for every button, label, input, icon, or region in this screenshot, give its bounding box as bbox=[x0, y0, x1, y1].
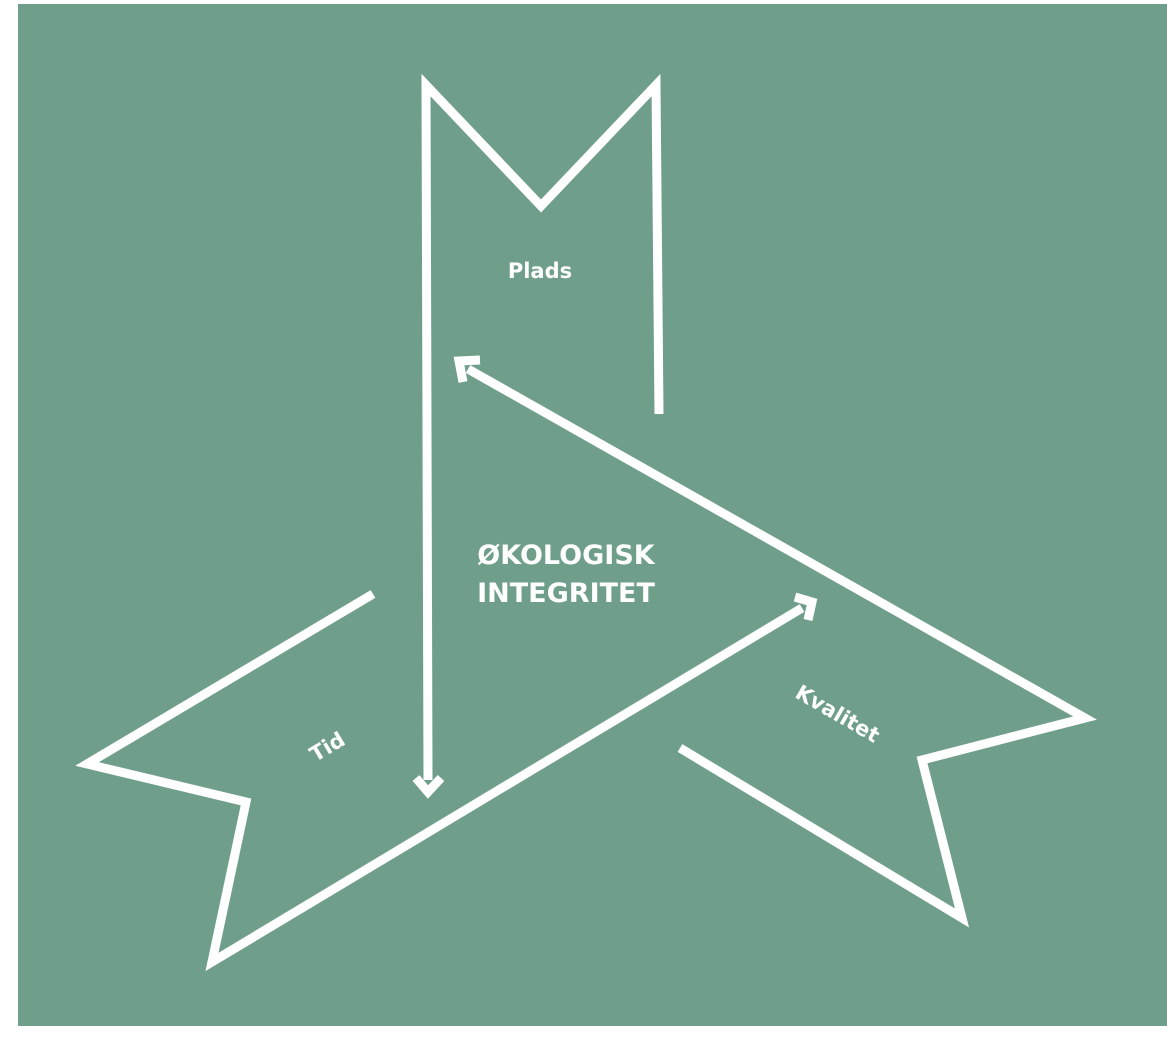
kvalitet-ribbon bbox=[465, 365, 1097, 928]
center-title-line1: ØKOLOGISK bbox=[477, 540, 655, 571]
plads-ribbon bbox=[421, 73, 664, 781]
plads-label: Plads bbox=[508, 259, 572, 283]
diagram-background bbox=[18, 4, 1167, 1026]
tid-arrowhead bbox=[793, 592, 818, 621]
tid-ribbon bbox=[75, 590, 805, 972]
kvalitet-arrowhead bbox=[453, 355, 481, 383]
center-title-line2: INTEGRITET bbox=[477, 578, 655, 609]
plads-arrowhead bbox=[412, 774, 445, 799]
